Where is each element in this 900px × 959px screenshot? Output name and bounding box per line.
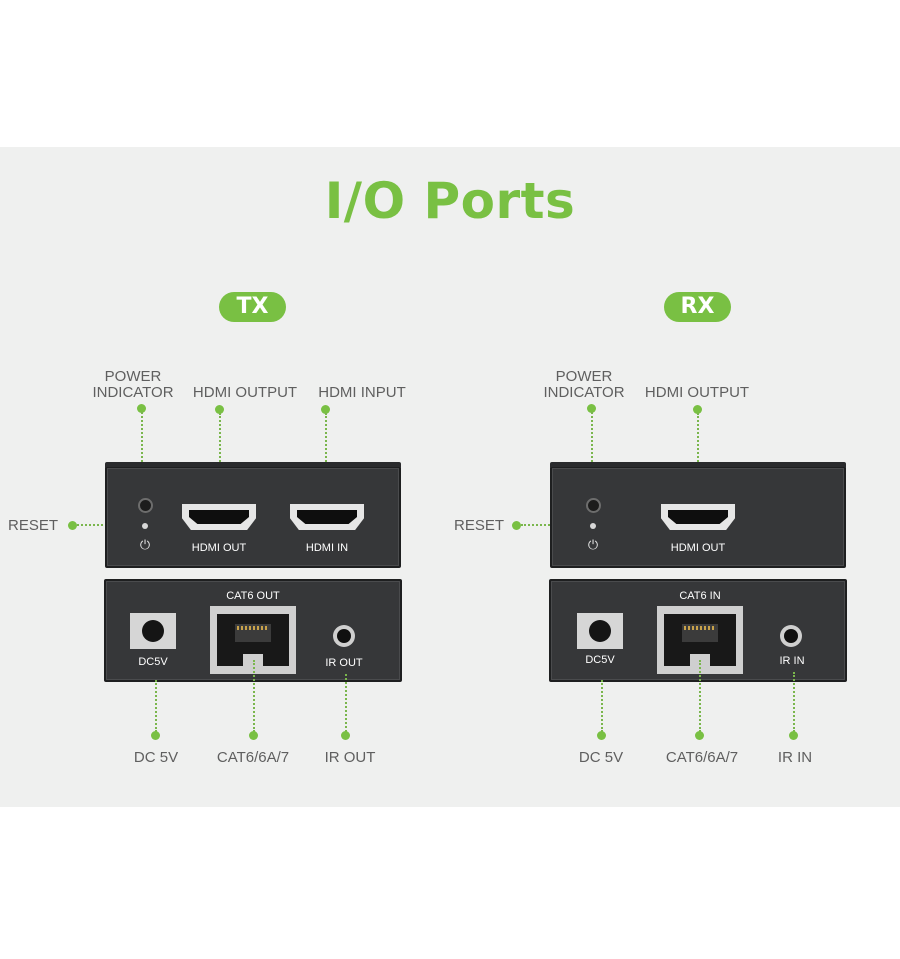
tx-pointer-reset <box>68 521 77 530</box>
rj45-port-icon <box>210 606 296 674</box>
rx-back-panel: DC5V CAT6 IN IR IN <box>549 579 847 682</box>
tx-front-panel: ⏻ HDMI OUT HDMI IN <box>105 462 401 568</box>
power-icon: ⏻ <box>587 537 599 552</box>
tx-callout-dc: DC 5V <box>133 749 179 766</box>
rx-label-hdmi-out: HDMI OUT <box>670 542 726 554</box>
rx-label-cat: CAT6 IN <box>679 590 721 602</box>
tx-callout-hdmi-input: HDMI INPUT <box>318 384 406 401</box>
rx-leader-hdmi-out <box>697 413 699 506</box>
tx-pointer-cat <box>249 731 258 740</box>
tx-label-ir: IR OUT <box>325 657 363 669</box>
rx-pointer-ir <box>789 731 798 740</box>
rx-pointer-dc <box>597 731 606 740</box>
rx-leader-power <box>591 412 593 490</box>
hdmi-port-icon <box>290 504 364 530</box>
rx-label-dc: DC5V <box>585 654 615 666</box>
tx-pointer-dc <box>151 731 160 740</box>
tx-pointer-hdmi-in <box>321 405 330 414</box>
tx-callout-power-indicator: POWER INDICATOR <box>92 368 174 401</box>
tx-pointer-ir <box>341 731 350 740</box>
rx-reset-button[interactable] <box>586 498 601 513</box>
rj45-port-icon <box>657 606 743 674</box>
rx-callout-ir: IR IN <box>777 749 813 766</box>
rx-callout-cat: CAT6/6A/7 <box>665 749 739 766</box>
rx-leader-cat <box>699 660 701 732</box>
rx-leader-dc <box>601 680 603 732</box>
rx-leader-ir <box>793 672 795 732</box>
tx-back-panel: DC5V CAT6 OUT IR OUT <box>104 579 402 682</box>
audio-jack-icon <box>780 625 802 647</box>
tx-leader-hdmi-in <box>325 413 327 506</box>
tx-leader-power <box>141 412 143 490</box>
rx-power-led <box>590 523 596 529</box>
tx-pointer-power <box>137 404 146 413</box>
hdmi-port-icon <box>661 504 735 530</box>
rx-front-panel: ⏻ HDMI OUT <box>550 462 846 568</box>
power-icon: ⏻ <box>139 537 151 552</box>
tx-power-led <box>142 523 148 529</box>
hdmi-port-icon <box>182 504 256 530</box>
rx-pointer-cat <box>695 731 704 740</box>
tx-label-hdmi-out: HDMI OUT <box>191 542 247 554</box>
tx-leader-hdmi-out <box>219 413 221 506</box>
rx-badge: RX <box>664 292 731 322</box>
rx-callout-reset: RESET <box>454 517 505 534</box>
tx-callout-cat: CAT6/6A/7 <box>216 749 290 766</box>
rx-callout-power-indicator: POWER INDICATOR <box>543 368 625 401</box>
rx-pointer-power <box>587 404 596 413</box>
tx-leader-cat <box>253 660 255 732</box>
rx-callout-dc: DC 5V <box>578 749 624 766</box>
tx-leader-ir <box>345 674 347 732</box>
tx-callout-hdmi-output: HDMI OUTPUT <box>192 384 298 401</box>
rx-label-ir: IR IN <box>779 655 805 667</box>
tx-badge: TX <box>219 292 286 322</box>
dc-jack-icon <box>130 613 176 649</box>
tx-callout-reset: RESET <box>8 517 59 534</box>
tx-label-dc: DC5V <box>138 656 168 668</box>
rx-pointer-hdmi-out <box>693 405 702 414</box>
tx-leader-dc <box>155 680 157 732</box>
page-title: I/O Ports <box>324 172 576 230</box>
dc-jack-icon <box>577 613 623 649</box>
tx-label-hdmi-in: HDMI IN <box>305 542 349 554</box>
rx-pointer-reset <box>512 521 521 530</box>
rx-callout-hdmi-output: HDMI OUTPUT <box>644 384 750 401</box>
tx-callout-ir: IR OUT <box>324 749 376 766</box>
tx-label-cat: CAT6 OUT <box>226 590 280 602</box>
tx-reset-button[interactable] <box>138 498 153 513</box>
tx-pointer-hdmi-out <box>215 405 224 414</box>
audio-jack-icon <box>333 625 355 647</box>
